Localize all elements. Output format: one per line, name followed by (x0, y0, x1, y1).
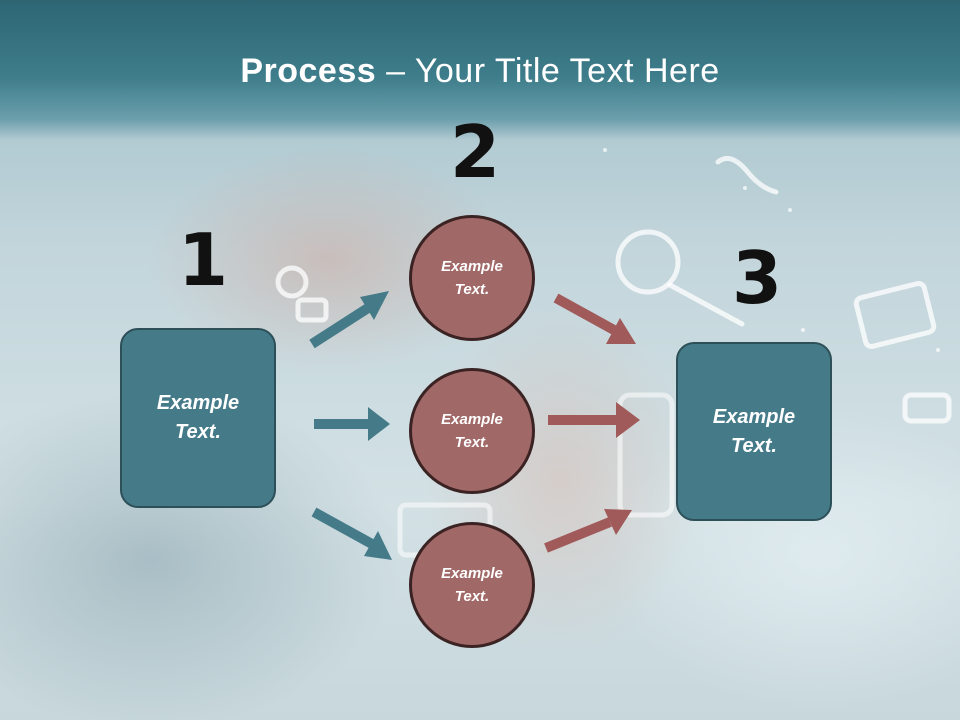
process-circle-top: Example Text. (409, 215, 535, 341)
key-icon (275, 265, 309, 299)
arrowhead-red-down (606, 318, 636, 344)
step-number-2: 2 (450, 110, 501, 194)
step-number-3: 3 (732, 236, 783, 320)
process-box-left-label: Example Text. (156, 392, 240, 443)
phone-frame-icon (617, 392, 675, 518)
magnifier-icon (615, 229, 681, 295)
arrow-teal-up (309, 303, 371, 349)
process-box-right: Example Text. (676, 342, 832, 521)
process-circle-bottom: Example Text. (409, 522, 535, 648)
process-box-right-label: Example Text. (712, 405, 796, 457)
phone-icon (715, 155, 779, 195)
slide-title: Process – Your Title Text Here (0, 52, 960, 91)
process-circle-top-label: Example Text. (441, 258, 503, 298)
title-bold: Process (240, 52, 377, 90)
arrowhead-teal-down (364, 531, 392, 560)
arrow-teal-down (311, 507, 375, 549)
chat-icon (902, 392, 952, 424)
process-box-left: Example Text. (120, 328, 276, 508)
arrowhead-red-right (616, 402, 640, 438)
play-icon (853, 281, 937, 349)
arrowhead-teal-up (360, 291, 389, 320)
title-bar (0, 0, 960, 140)
arrowhead-red-up (604, 509, 632, 535)
process-circle-bottom-label: Example Text. (441, 565, 503, 605)
step-number-1: 1 (178, 218, 229, 302)
arrow-red-down (553, 293, 617, 335)
process-circle-middle: Example Text. (409, 368, 535, 494)
title-rest: – Your Title Text Here (376, 52, 720, 90)
arrowhead-teal-right (368, 407, 390, 441)
process-circle-middle-label: Example Text. (441, 411, 503, 451)
arrow-red-up (544, 517, 612, 553)
